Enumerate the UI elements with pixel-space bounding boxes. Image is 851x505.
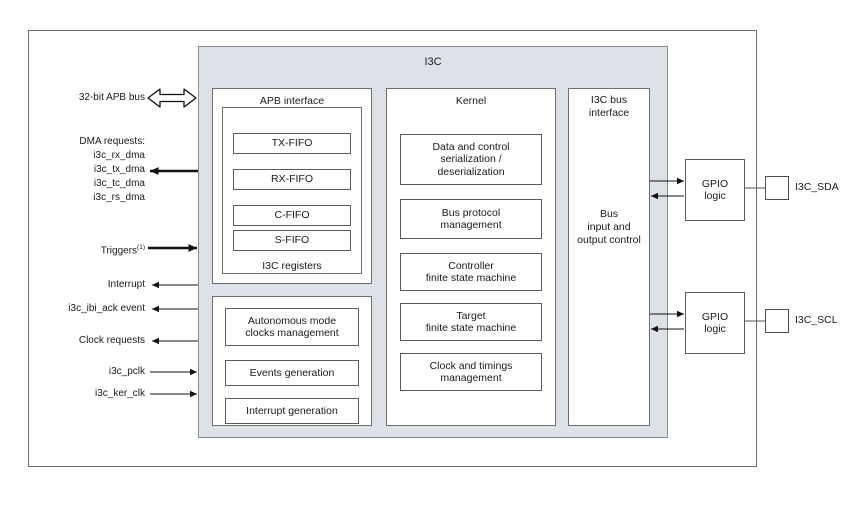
signal-label-i3c-tx-dma: i3c_tx_dma [93, 164, 145, 175]
block-bus-protocol-management: Bus protocol management [400, 199, 542, 239]
block-rx-fifo: RX-FIFO [233, 169, 351, 190]
block-c-fifo: C-FIFO [233, 205, 351, 226]
block-gpio-logic-scl: GPIO logic [685, 292, 745, 354]
signal-label-triggers: Triggers(1) [0, 242, 145, 258]
block-events-generation: Events generation [225, 360, 359, 386]
panel-title-apb-interface: APB interface [259, 95, 325, 107]
signal-label-i3c-rs-dma: i3c_rs_dma [93, 192, 145, 203]
pin-label-i3c-scl: I3C_SCL [795, 314, 838, 326]
signal-label-apb-bus: 32-bit APB bus [78, 92, 145, 103]
signal-label-ibi-ack: i3c_ibi_ack event [68, 303, 145, 314]
pin-i3c-scl [765, 309, 789, 333]
panel-i3c-bus-interface [568, 88, 650, 426]
block-gpio-logic-sda: GPIO logic [685, 159, 745, 221]
signal-label-i3c-tc-dma: i3c_tc_dma [93, 178, 145, 189]
block-tx-fifo: TX-FIFO [233, 133, 351, 154]
panel-title-i3c-bus-interface: I3C bus interface [588, 94, 630, 119]
label-bus-input-output-control: Bus input and output control [577, 208, 641, 246]
block-autonomous-mode-clocks-management: Autonomous mode clocks management [225, 308, 359, 346]
pin-label-i3c-sda: I3C_SDA [795, 181, 839, 193]
signal-label-interrupt: Interrupt [107, 279, 145, 290]
block-interrupt-generation: Interrupt generation [225, 398, 359, 424]
panel-title-kernel: Kernel [455, 95, 487, 107]
block-target-finite-state-machine: Target finite state machine [400, 303, 542, 341]
block-s-fifo: S-FIFO [233, 230, 351, 251]
triggers-footnote: (1) [137, 244, 145, 251]
signal-label-dma-requests: DMA requests: [79, 136, 145, 147]
signal-label-i3c-ker-clk: i3c_ker_clk [94, 388, 145, 399]
label-i3c-registers: I3C registers [262, 260, 322, 272]
triggers-text: Triggers [100, 245, 138, 257]
signal-label-i3c-pclk: i3c_pclk [108, 366, 145, 377]
signal-label-i3c-rx-dma: i3c_rx_dma [93, 150, 145, 161]
i3c-title: I3C [424, 56, 442, 68]
signal-label-clock-requests: Clock requests [78, 335, 145, 346]
block-clock-and-timings-management: Clock and timings management [400, 353, 542, 391]
block-data-and-control-serialization: Data and control serialization / deseria… [400, 134, 542, 185]
block-controller-finite-state-machine: Controller finite state machine [400, 253, 542, 291]
pin-i3c-sda [765, 176, 789, 200]
